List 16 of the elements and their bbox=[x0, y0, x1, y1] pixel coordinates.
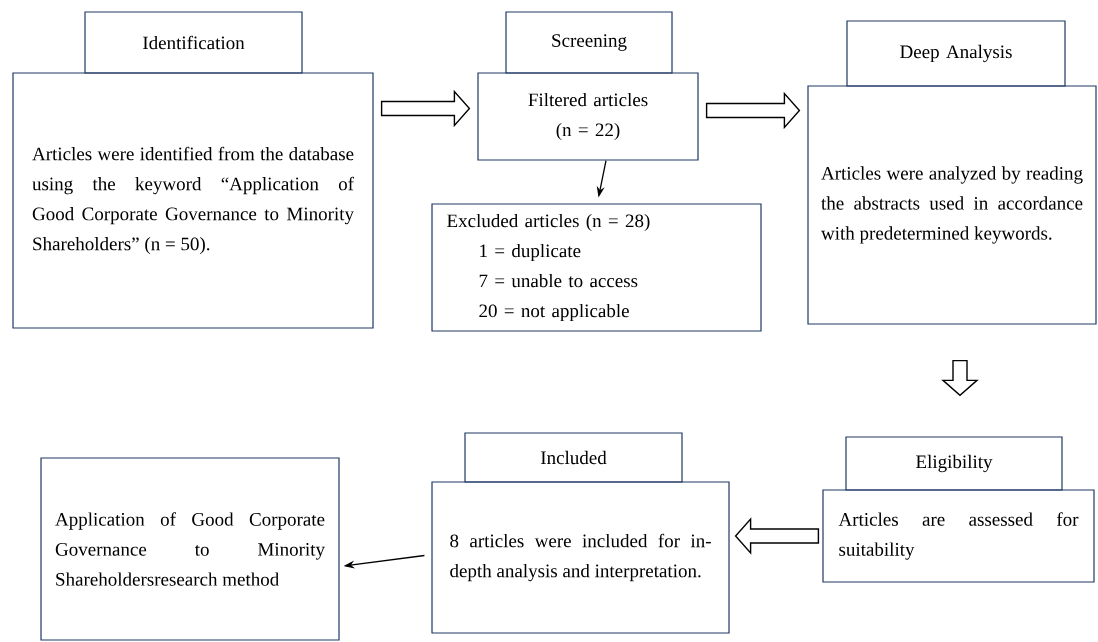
process-box: Excluded articles (n = 28) 1 = duplicate 7 = unable to access 20 = not applicable bbox=[431, 203, 762, 332]
process-box: Articles were identified from the database using the keyword “Application of Good Corporate Governance to Minority Shareholders” (n = 50). bbox=[12, 72, 374, 329]
block-arrow bbox=[705, 91, 801, 130]
process-box: Articles are assessed for suitability bbox=[822, 489, 1095, 583]
stage-tab: Included bbox=[464, 432, 683, 483]
stage-tab: Deep Analysis bbox=[846, 20, 1066, 87]
process-box: Filtered articles (n = 22) bbox=[477, 72, 699, 161]
block-arrow bbox=[941, 359, 979, 397]
process-box: Application of Good Corporate Governance to Minority Shareholdersresearch method bbox=[40, 457, 340, 641]
block-arrow bbox=[380, 89, 471, 128]
stage-tab: Screening bbox=[505, 11, 673, 74]
stage-tab: Identification bbox=[84, 11, 303, 74]
block-arrow bbox=[734, 517, 820, 555]
stage-tab: Eligibility bbox=[845, 436, 1063, 491]
process-box: 8 articles were included for in-depth analysis and interpretation. bbox=[431, 481, 730, 634]
process-box: Articles were analyzed by reading the abstracts used in accordance with predetermined keywords. bbox=[807, 85, 1097, 325]
